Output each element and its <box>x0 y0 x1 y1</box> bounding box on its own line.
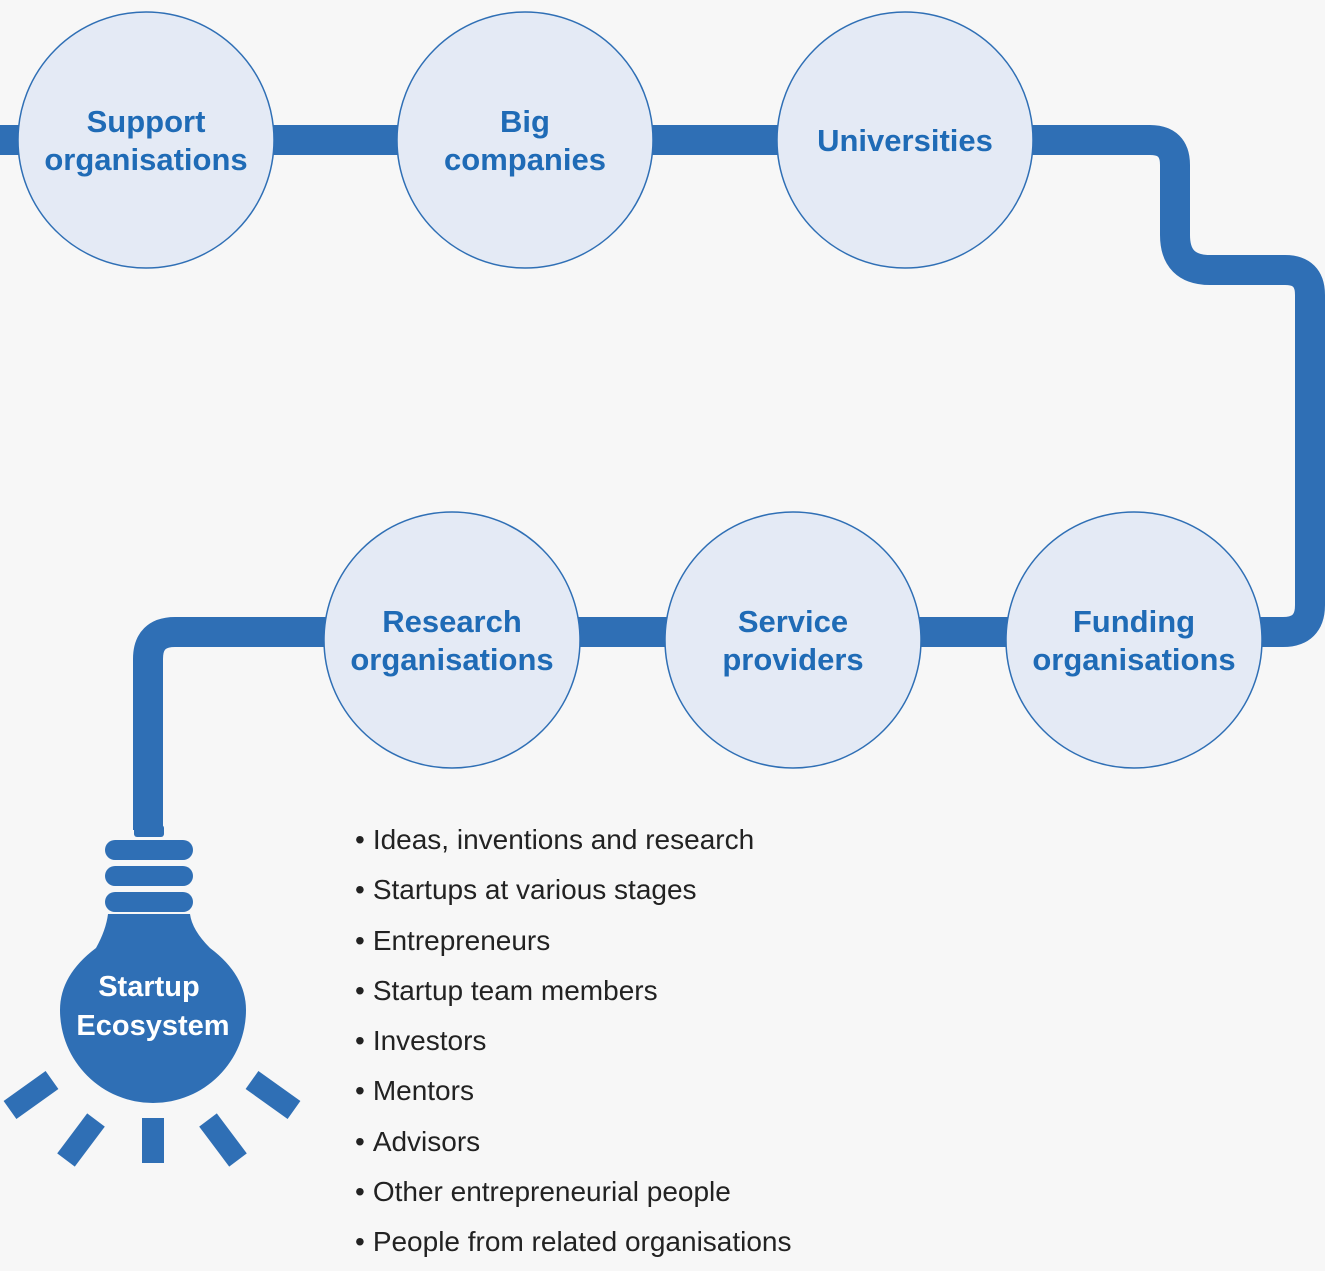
bulb-cap-cord <box>134 825 164 837</box>
node-circle <box>323 511 581 769</box>
list-item: Startups at various stages <box>355 868 792 918</box>
node-universities: Universities <box>776 11 1034 269</box>
list-item: Other entrepreneurial people <box>355 1170 792 1220</box>
ecosystem-members-list: Ideas, inventions and research Startups … <box>355 818 792 1271</box>
list-item: People from related organisations <box>355 1220 792 1270</box>
bulb-ray <box>57 1113 105 1167</box>
bulb-ray <box>199 1113 247 1167</box>
node-label-line: companies <box>444 142 606 177</box>
list-item: Investors <box>355 1019 792 1069</box>
node-label-line: Universities <box>817 123 993 158</box>
bulb-ray <box>245 1071 301 1119</box>
list-item: Mentors <box>355 1069 792 1119</box>
node-label-line: Support <box>87 104 206 139</box>
node-label: Universities <box>817 123 993 158</box>
node-label-line: Service <box>738 604 848 639</box>
connector-path <box>0 125 1325 830</box>
node-circle <box>776 11 1034 269</box>
node-label-line: Funding <box>1073 604 1195 639</box>
node-label-line: organisations <box>44 142 247 177</box>
bulb-base-ring-2 <box>105 866 193 886</box>
list-item: Ideas, inventions and research <box>355 818 792 868</box>
bulb-glass <box>60 914 246 1103</box>
bulb-label-line-2: Ecosystem <box>76 1010 229 1042</box>
bulb-rays <box>3 1071 301 1167</box>
node-label-line: organisations <box>350 642 553 677</box>
list-item: Entrepreneurs <box>355 919 792 969</box>
node-label-line: organisations <box>1032 642 1235 677</box>
lightbulb-icon: Startup Ecosystem <box>3 825 301 1167</box>
node-circle <box>396 11 654 269</box>
node-circle <box>17 11 275 269</box>
list-item: Startup team members <box>355 969 792 1019</box>
bulb-ray <box>3 1071 59 1119</box>
node-circle <box>664 511 922 769</box>
node-label-line: Big <box>500 104 550 139</box>
list-item: Advisors <box>355 1120 792 1170</box>
node-label-line: Research <box>382 604 522 639</box>
node-circle <box>1005 511 1263 769</box>
bulb-base-ring-1 <box>105 840 193 860</box>
bulb-label-line-1: Startup <box>98 971 200 1003</box>
node-label-line: providers <box>722 642 863 677</box>
bulb-label: Startup Ecosystem <box>76 971 229 1042</box>
bulb-base-ring-3 <box>105 892 193 912</box>
